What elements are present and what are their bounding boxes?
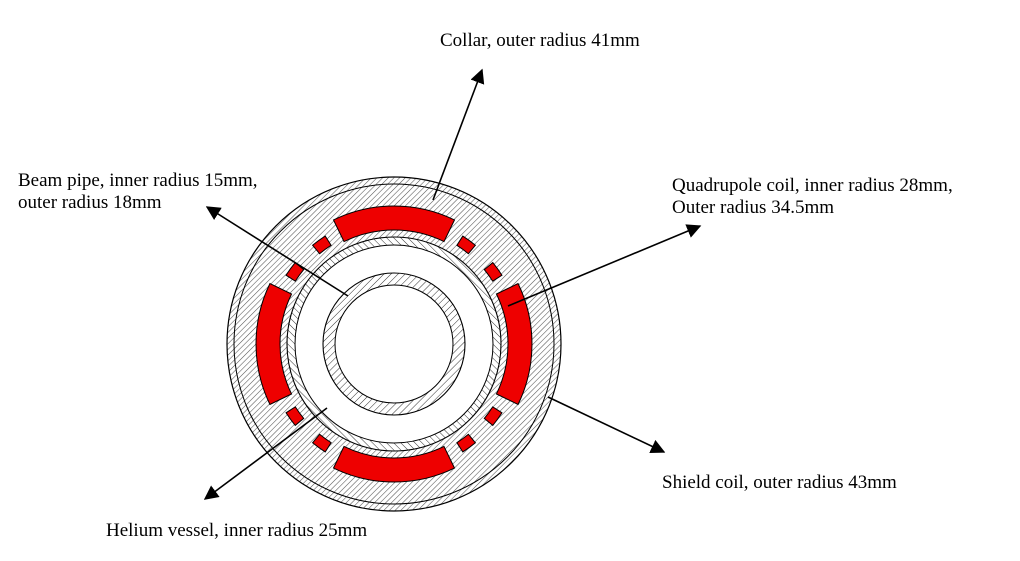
coil-spacer-d2 bbox=[456, 235, 477, 255]
quadrupole-coil-segment-left bbox=[255, 282, 293, 406]
coil-spacer-c2 bbox=[285, 261, 305, 282]
quadrupole-coil-segment-top bbox=[332, 205, 456, 243]
coil-spacer-b2 bbox=[311, 433, 332, 453]
beam-pipe-label-line1: Beam pipe, inner radius 15mm, bbox=[18, 170, 258, 191]
quadrupole-label-line2: Outer radius 34.5mm bbox=[672, 197, 835, 218]
coil-spacer-c1 bbox=[285, 406, 305, 427]
quadrupole-coil-group bbox=[255, 205, 533, 483]
collar-label: Collar, outer radius 41mm bbox=[440, 30, 640, 51]
helium-leader-arrow bbox=[203, 407, 328, 500]
coil-spacer-a2 bbox=[483, 406, 503, 427]
quadrupole-coil-segment-bottom bbox=[332, 445, 456, 483]
beam-pipe-label: Beam pipe, inner radius 15mm, outer radi… bbox=[18, 170, 258, 214]
shield-leader-arrow bbox=[547, 396, 666, 453]
quadrupole-label-line1: Quadrupole coil, inner radius 28mm, bbox=[672, 175, 953, 196]
quadrupole-leader-arrow bbox=[507, 224, 702, 307]
helium-vessel-label: Helium vessel, inner radius 25mm bbox=[106, 520, 368, 541]
quadrupole-coil-label: Quadrupole coil, inner radius 28mm, Oute… bbox=[672, 175, 953, 219]
beam-pipe-aperture bbox=[334, 284, 454, 404]
beam-pipe-leader-arrow bbox=[205, 206, 349, 297]
shield-coil-label: Shield coil, outer radius 43mm bbox=[662, 472, 897, 493]
collar-outer-edge bbox=[233, 183, 555, 505]
collar-leader-arrow bbox=[432, 68, 485, 201]
beam-pipe-label-line2: outer radius 18mm bbox=[18, 192, 162, 213]
coil-spacer-b1 bbox=[456, 433, 477, 453]
coil-spacer-a1 bbox=[483, 261, 503, 282]
coil-spacer-d1 bbox=[311, 235, 332, 255]
quadrupole-coil-segment-right bbox=[495, 282, 533, 406]
